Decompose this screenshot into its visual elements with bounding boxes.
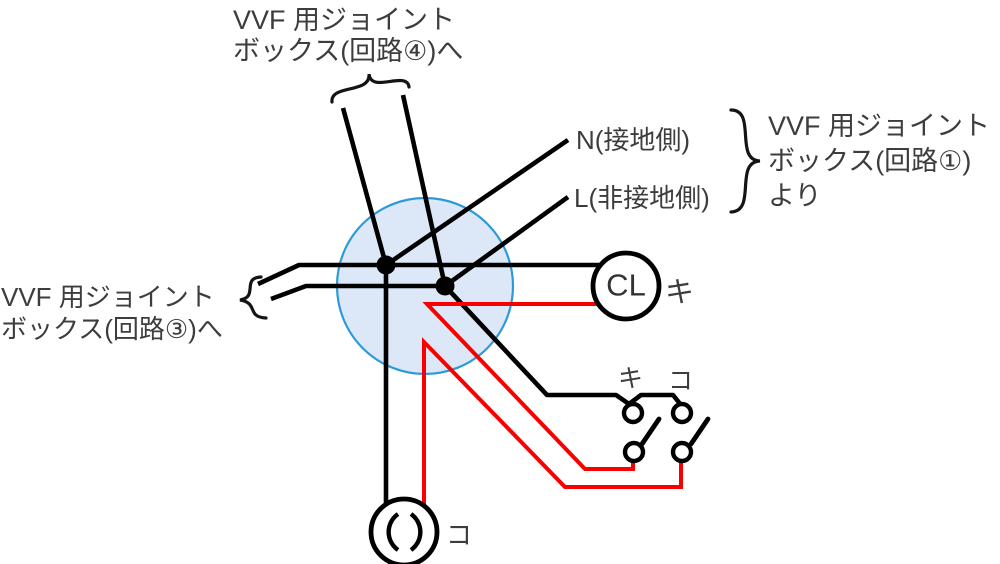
wire-red-switch-ki-to-cl [422,302,635,471]
receptacle-circuit-label: コ [446,520,473,550]
switch-ko-bottom-contact [670,440,694,464]
label-to-circuit3-line1: VVF 用ジョイント [1,282,215,312]
switch-ko-top-contact [670,401,694,425]
switch-ko-symbol [670,401,711,464]
switch-ki-bottom-contact [622,440,646,464]
receptacle-contact-left [386,512,400,552]
junction-dot-neutral [376,255,396,275]
wire-live-from-circuit1 [443,195,570,288]
receptacle-symbol [368,496,440,564]
label-neutral-wire: N(接地側) [576,125,691,155]
junction-dot-live [435,276,455,296]
receptacle-circle [368,496,440,564]
wire-live-to-circuit3 [270,283,445,302]
label-to-circuit4: VVF 用ジョイント ボックス(回路④)へ [233,5,463,67]
wire-red-switch-ko-to-receptacle [422,337,683,507]
label-to-circuit3-line2: ボックス(回路③)へ [1,314,223,344]
switch-ko-lever [688,416,711,447]
brace-circuit4 [330,73,411,104]
receptacle-contact-right [409,512,423,552]
brace-circuit3 [239,275,268,320]
label-live-wire: L(非接地側) [574,183,710,213]
wire-to-circuit4-a [340,107,389,266]
switch-ki-symbol [621,401,662,464]
switch-ki-label: キ [618,365,644,393]
label-from-circuit1-line3: より [768,181,822,211]
ceiling-light-symbol [590,250,662,322]
label-from-circuit1: VVF 用ジョイント ボックス(回路①) より [768,109,990,214]
label-to-circuit4-line1: VVF 用ジョイント [233,5,456,35]
brace-circuit1 [729,108,761,214]
wire-neutral-bus-to-cl [257,262,600,287]
ceiling-light-symbol-text: CL [606,267,646,303]
ceiling-light-circuit-label: キ [665,277,695,309]
switch-ko-label: コ [668,367,694,395]
label-to-circuit3: VVF 用ジョイント ボックス(回路③)へ [1,281,223,345]
wire-to-circuit4-b [400,94,448,287]
label-from-circuit1-line2: ボックス(回路①) [768,146,972,176]
wire-neutral-from-circuit1 [384,138,570,267]
label-from-circuit1-line1: VVF 用ジョイント [768,111,991,141]
label-to-circuit4-line2: ボックス(回路④)へ [233,36,464,66]
switch-ki-lever [639,416,662,447]
switch-ki-top-contact [621,401,645,425]
